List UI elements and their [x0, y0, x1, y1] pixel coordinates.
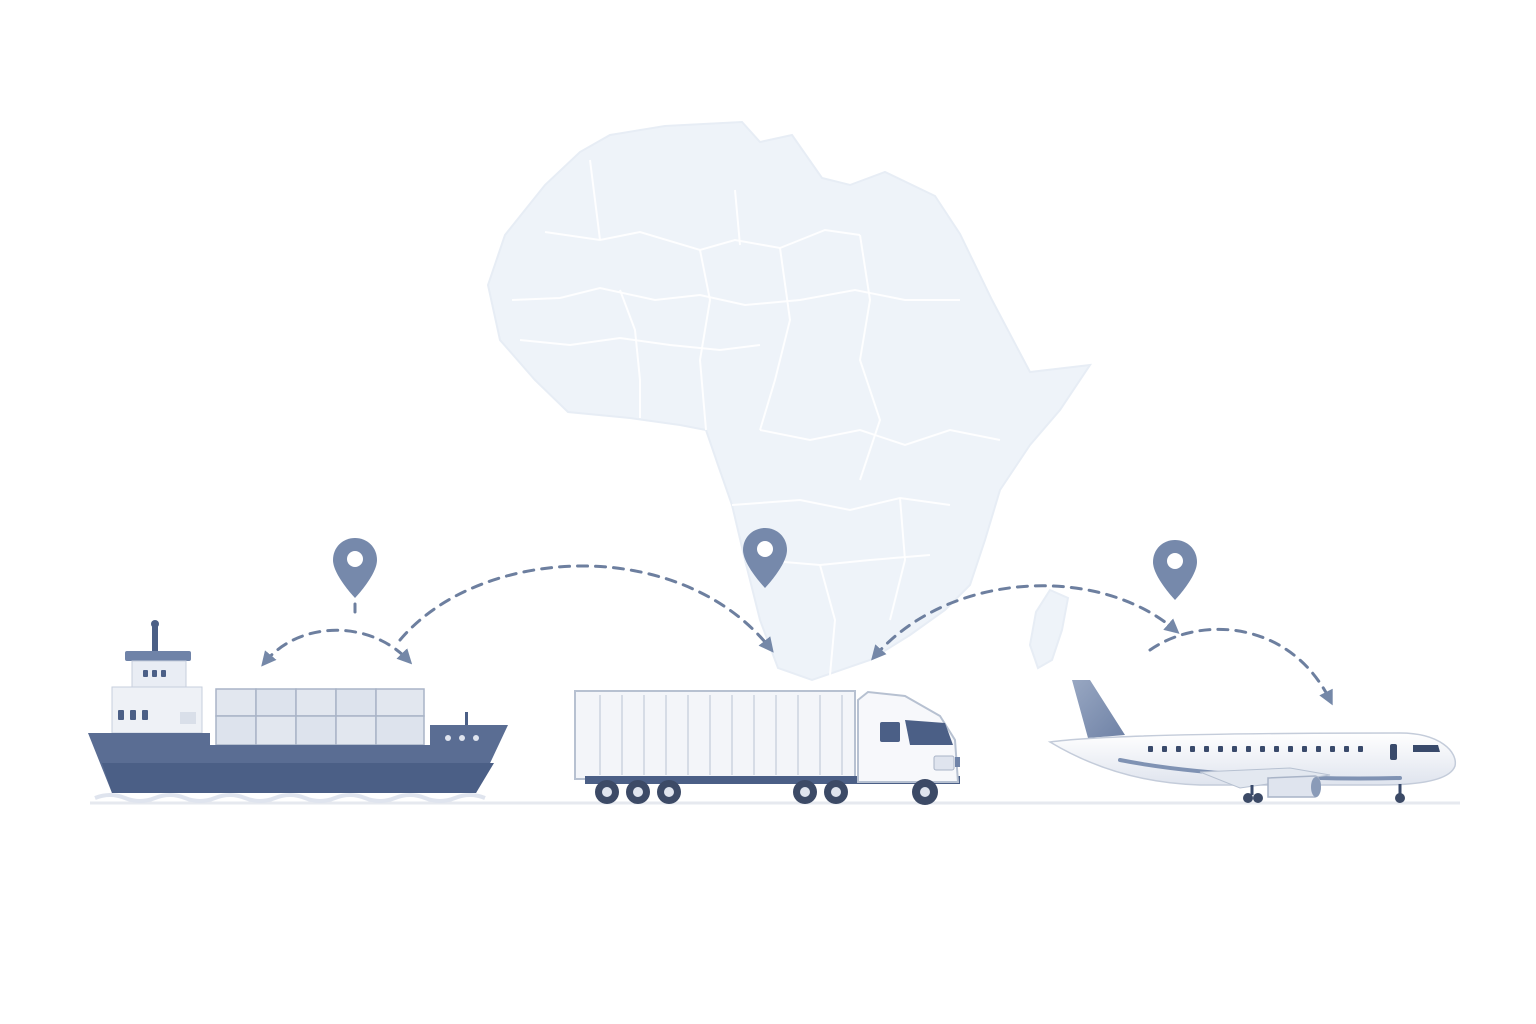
truck-chassis — [585, 776, 960, 784]
container-truck-icon — [574, 690, 960, 805]
airplane-icon — [1047, 680, 1456, 803]
madagascar — [1028, 588, 1070, 670]
route-arrow-ship-truck — [398, 564, 774, 653]
route-arrow-plane — [1148, 627, 1333, 706]
africa-mainland — [486, 120, 1093, 682]
truck-cab — [857, 690, 960, 783]
route-arrows — [261, 564, 1333, 706]
container-ship-icon — [88, 620, 508, 803]
ship-bridge — [131, 660, 187, 688]
ship-bridge-roof — [125, 651, 191, 661]
route-arrow-ship-right — [261, 628, 413, 667]
location-pin-icon — [333, 528, 1197, 614]
location-pin-ship — [333, 538, 377, 614]
africa-map-icon — [486, 120, 1093, 682]
ship-waves — [94, 793, 486, 803]
country-borders — [511, 159, 1001, 676]
ship-mast — [152, 623, 158, 653]
ship-containers — [215, 688, 425, 746]
truck-trailer — [574, 690, 856, 780]
plane-wing — [1199, 767, 1331, 789]
location-pin-truck — [743, 528, 787, 588]
truck-wheels — [595, 779, 938, 805]
route-arrow-truck-plane — [871, 584, 1180, 661]
plane-tail — [1072, 680, 1125, 738]
truck-windshield — [905, 720, 953, 745]
plane-landing-gear — [1243, 784, 1405, 803]
plane-windows — [1148, 744, 1397, 760]
ship-superstructure — [111, 686, 203, 734]
location-pin-plane — [1153, 540, 1197, 600]
